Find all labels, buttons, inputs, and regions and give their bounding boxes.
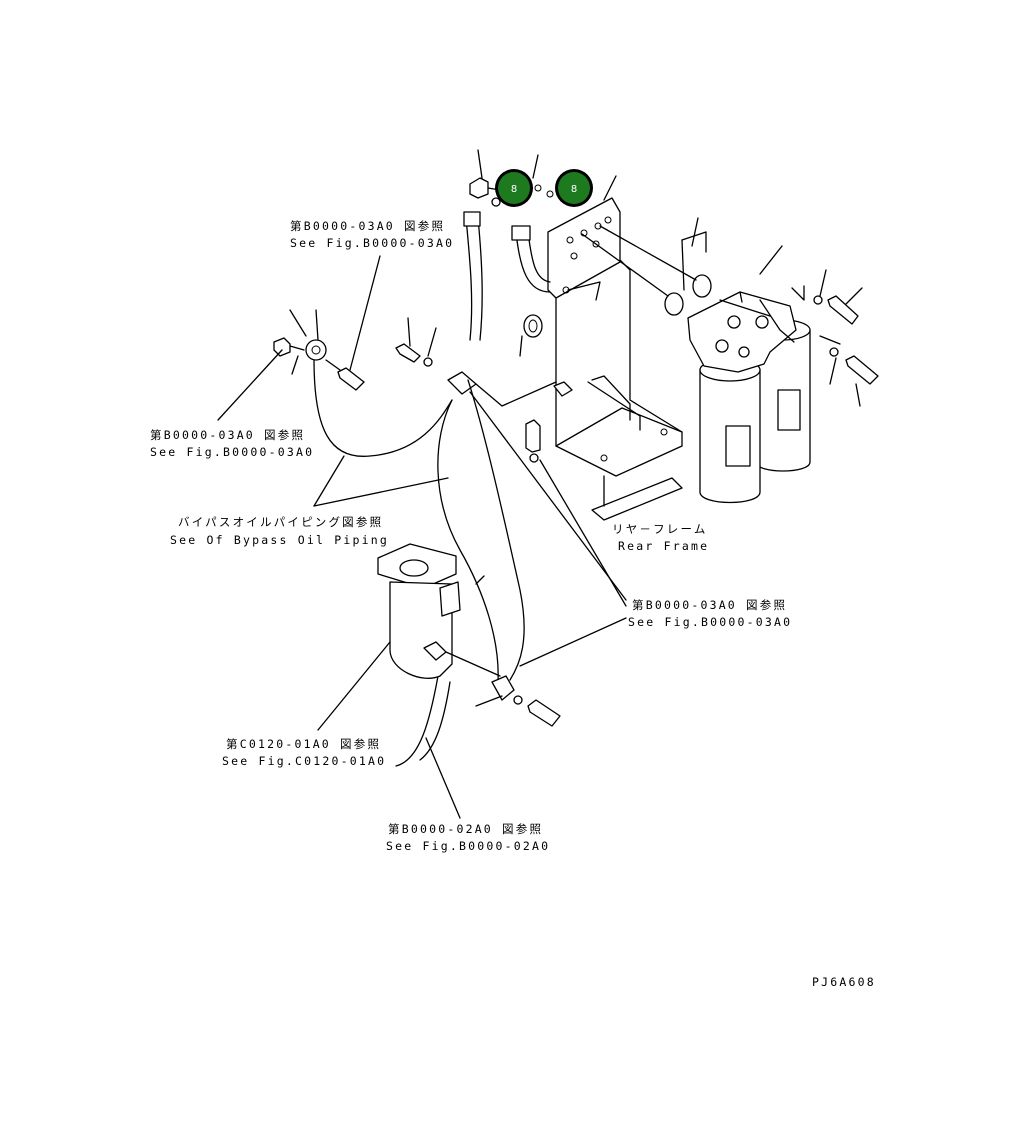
ref-right-jp: 第B0000-03A0 図参照: [632, 598, 787, 612]
grommet: [519, 314, 543, 357]
part-callout-2[interactable]: 8: [555, 169, 593, 207]
ref-right-en: See Fig.B0000-03A0: [628, 615, 792, 629]
bypass-jp: バイパスオイルパイピング図参照: [178, 515, 383, 529]
rear-frame-plate: [591, 475, 683, 521]
callout-2-number: 8: [571, 184, 577, 195]
pipe-flange-assembly: [377, 543, 561, 727]
bypass-en: See Of Bypass Oil Piping: [170, 533, 389, 547]
left-clamp-assembly: [273, 309, 365, 391]
ref-c0120-jp: 第C0120-01A0 図参照: [226, 737, 381, 751]
reference-labels: 第B0000-03A0 図参照 See Fig.B0000-03A0 第B000…: [150, 219, 876, 989]
rear-frame-en: Rear Frame: [618, 539, 709, 553]
middle-clamp-assembly: [395, 317, 557, 407]
leader-lines: [217, 255, 627, 819]
ref-top-en: See Fig.B0000-03A0: [290, 236, 454, 250]
spacer-plates: [581, 217, 712, 316]
filter-mount-bolts: [791, 269, 879, 407]
ref-top-jp: 第B0000-03A0 図参照: [290, 219, 445, 233]
bypass-oil-piping: [313, 359, 525, 767]
ref-left-jp: 第B0000-03A0 図参照: [150, 428, 305, 442]
hose-elbow-fitting: [469, 149, 501, 207]
oil-filter-assembly: [687, 245, 811, 504]
ref-c0120-en: See Fig.C0120-01A0: [222, 754, 386, 768]
ref-left-en: See Fig.B0000-03A0: [150, 445, 314, 459]
filter-mount-bracket: [547, 197, 683, 477]
diagram-code: PJ6A608: [812, 975, 876, 989]
callout-1-number: 8: [511, 184, 517, 195]
ref-b0200-jp: 第B0000-02A0 図参照: [388, 822, 543, 836]
ref-b0200-en: See Fig.B0000-02A0: [386, 839, 550, 853]
part-callout-1[interactable]: 8: [495, 169, 533, 207]
rear-frame-jp: リヤ－フレーム: [612, 522, 708, 536]
bypass-hose-upper: [463, 211, 551, 341]
bracket-lower-bolts: [525, 281, 601, 463]
